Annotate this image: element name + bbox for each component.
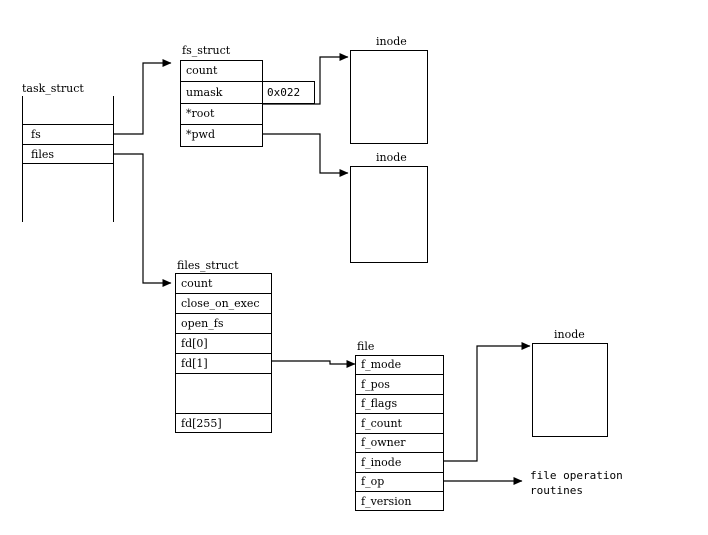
fs-struct-row-root: *root [181, 104, 262, 125]
files-struct-caption: files_struct [177, 259, 239, 272]
files-struct-row-open_fs: open_fs [176, 314, 271, 334]
task-struct-row-fs: fs [23, 124, 113, 144]
file-struct-row-f_pos: f_pos [356, 375, 443, 395]
fs-struct-row-umask: umask [181, 82, 262, 104]
files-struct-row-fd255: fd[255] [181, 417, 222, 430]
files-struct-box: count close_on_exec open_fs fd[0] fd[1] … [175, 273, 272, 433]
task-struct-caption: task_struct [22, 82, 84, 95]
file-struct-box: f_mode f_pos f_flags f_count f_owner f_i… [355, 355, 444, 511]
inode-3-box [532, 343, 608, 437]
umask-value-box [263, 81, 315, 104]
file-operation-routines-line1: file operation [530, 469, 623, 482]
file-operation-routines-line2: routines [530, 484, 583, 497]
inode-1-caption: inode [376, 35, 407, 48]
file-struct-row-f_flags: f_flags [356, 395, 443, 414]
wire-fd1-to-file [272, 360, 356, 368]
files-struct-row-fd0: fd[0] [176, 334, 271, 354]
files-struct-row-fd1: fd[1] [176, 354, 271, 374]
task-struct-row [23, 164, 113, 220]
file-struct-row-f_count: f_count [356, 414, 443, 434]
file-struct-row-f_inode: f_inode [356, 453, 443, 473]
fs-struct-row-pwd: *pwd [186, 128, 215, 141]
fs-struct-box: count umask *root *pwd [180, 60, 263, 147]
inode-3-caption: inode [554, 328, 585, 341]
files-struct-row-count: count [176, 274, 271, 294]
file-struct-row-f_version: f_version [361, 495, 412, 508]
inode-2-caption: inode [376, 151, 407, 164]
wire-files-to-files_struct [114, 153, 172, 287]
file-struct-row-f_mode: f_mode [356, 356, 443, 375]
files-struct-row-gap [176, 374, 271, 414]
file-struct-row-f_owner: f_owner [356, 434, 443, 453]
wire-fs-to-fs_struct [114, 59, 172, 135]
file-struct-row-f_op: f_op [356, 473, 443, 492]
task-struct-row [23, 96, 113, 124]
fs-struct-caption: fs_struct [182, 44, 231, 57]
inode-2-box [350, 166, 428, 263]
task-struct-row-files: files [23, 144, 113, 164]
task-struct-box: fs files [22, 96, 114, 222]
files-struct-row-close_on_exec: close_on_exec [176, 294, 271, 314]
umask-value: 0x022 [267, 86, 301, 99]
wire-pwd-to-inode-2 [263, 133, 349, 177]
wire-f_inode-to-inode-3 [444, 342, 531, 462]
file-struct-caption: file [357, 340, 375, 353]
inode-1-box [350, 50, 428, 144]
fs-struct-row-count: count [181, 61, 262, 82]
